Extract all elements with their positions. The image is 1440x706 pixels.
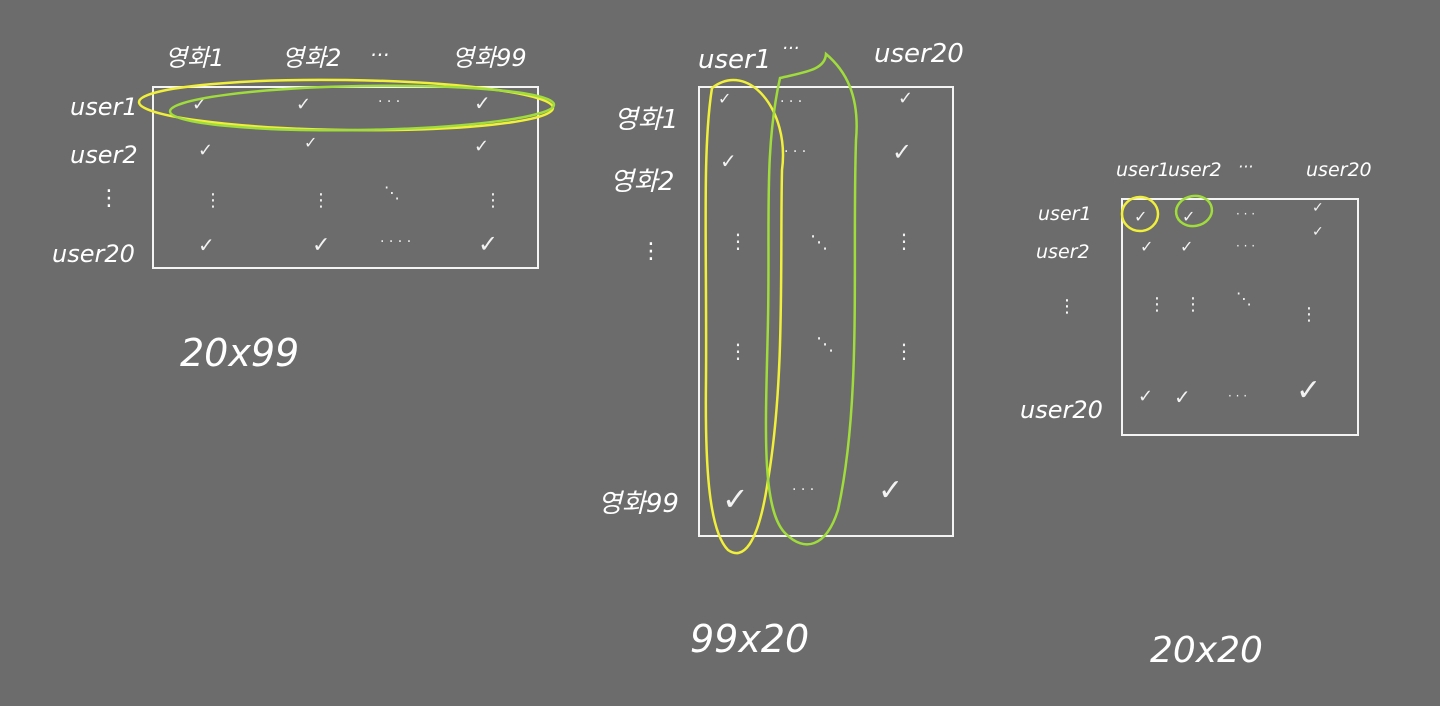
check-icon: ✓ <box>1182 207 1195 226</box>
check-icon: ✓ <box>474 136 489 157</box>
check-icon: ✓ <box>1174 385 1191 409</box>
check-icon: ✓ <box>898 88 913 109</box>
matrix-a-col-label-ellipsis: ··· <box>370 43 389 67</box>
ellipsis-mark: · · · <box>1228 389 1247 403</box>
matrix-c-row-label-vdots: ⋮ <box>1058 296 1076 317</box>
ellipsis-mark: · · · <box>784 144 806 160</box>
matrix-20x99: 영화1 영화2 ··· 영화99 user1 user2 ⋮ user20 ✓ … <box>52 43 556 375</box>
check-icon: ✓ <box>1138 386 1153 407</box>
matrix-c-caption: 20x20 <box>1150 630 1263 671</box>
ddots-mark: ⋱ <box>816 334 834 355</box>
check-icon: ✓ <box>1180 237 1193 256</box>
check-icon: ✓ <box>198 140 213 161</box>
check-icon: ✓ <box>478 230 498 258</box>
matrix-a-col-label-1: 영화1 <box>165 44 224 72</box>
matrix-a-row-label-20: user20 <box>52 240 135 268</box>
matrix-a-row-label-1: user1 <box>70 93 138 121</box>
check-icon: ✓ <box>1312 200 1324 216</box>
check-icon: ✓ <box>296 94 311 115</box>
matrix-c-row-label-1: user1 <box>1038 203 1092 225</box>
vdots-mark: ⋮ <box>204 190 222 211</box>
matrix-b-col-label-ellipsis: ··· <box>782 38 799 59</box>
check-icon: ✓ <box>474 91 491 115</box>
cell-highlight-green <box>1174 194 1214 228</box>
matrix-b-caption: 99x20 <box>690 617 809 661</box>
ddots-mark: ⋱ <box>384 183 400 202</box>
check-icon: ✓ <box>1134 207 1147 226</box>
check-icon: ✓ <box>1296 373 1321 408</box>
matrix-b-row-label-2: 영화2 <box>610 167 674 197</box>
matrix-a-row-label-vdots: ⋮ <box>98 186 120 211</box>
matrix-20x20: user1 user2 ··· user20 user1 user2 ⋮ use… <box>1020 157 1372 671</box>
check-icon: ✓ <box>198 233 215 257</box>
ellipsis-mark: · · · <box>792 482 814 498</box>
ellipsis-mark: · · · · <box>380 234 411 250</box>
ellipsis-mark: · · · <box>780 94 802 110</box>
vdots-mark: ⋮ <box>484 190 502 211</box>
check-icon: ✓ <box>722 480 749 518</box>
ddots-mark: ⋱ <box>810 232 828 253</box>
matrix-a-col-label-2: 영화2 <box>282 44 341 72</box>
check-icon: ✓ <box>1140 237 1153 256</box>
column-highlight-green <box>764 51 858 546</box>
matrix-c-row-label-2: user2 <box>1036 241 1090 263</box>
ellipsis-mark: · · · <box>378 94 400 110</box>
ellipsis-mark: · · · <box>1236 207 1255 221</box>
matrix-c-col-label-2: user2 <box>1168 159 1222 181</box>
ddots-mark: ⋱ <box>1236 289 1252 308</box>
matrix-c-frame <box>1121 198 1359 436</box>
matrix-b-row-label-1: 영화1 <box>614 105 678 135</box>
matrix-a-row-label-2: user2 <box>70 141 138 169</box>
vdots-mark: ⋮ <box>728 229 748 253</box>
vdots-mark: ⋮ <box>1148 294 1166 315</box>
row-highlight-green <box>168 84 556 132</box>
matrix-b-col-label-20: user20 <box>874 39 964 69</box>
check-icon: ✓ <box>720 149 737 173</box>
matrix-c-row-label-20: user20 <box>1020 396 1103 424</box>
check-icon: ✓ <box>718 89 731 108</box>
matrix-a-caption: 20x99 <box>180 331 299 375</box>
matrix-b-row-label-99: 영화99 <box>598 489 679 519</box>
matrix-a-col-label-99: 영화99 <box>452 44 527 72</box>
column-highlight-yellow <box>704 78 785 555</box>
matrix-c-col-label-20: user20 <box>1306 159 1372 181</box>
check-icon: ✓ <box>878 473 903 508</box>
vdots-mark: ⋮ <box>312 190 330 211</box>
check-icon: ✓ <box>892 138 912 166</box>
check-icon: ✓ <box>312 233 330 258</box>
vdots-mark: ⋮ <box>1184 294 1202 315</box>
matrix-b-frame <box>698 86 954 537</box>
matrix-c-col-label-ellipsis: ··· <box>1238 157 1253 176</box>
vdots-mark: ⋮ <box>894 229 914 253</box>
matrix-99x20: user1 ··· user20 영화1 영화2 ⋮ 영화99 ✓ · · · … <box>598 38 964 661</box>
cell-highlight-yellow <box>1120 195 1160 233</box>
vdots-mark: ⋮ <box>894 339 914 363</box>
matrix-b-col-label-1: user1 <box>698 45 771 75</box>
check-icon: ✓ <box>1312 224 1324 240</box>
vdots-mark: ⋮ <box>1300 304 1318 325</box>
ellipsis-mark: · · · <box>1236 239 1255 253</box>
matrix-b-row-label-vdots: ⋮ <box>640 239 662 264</box>
check-icon: ✓ <box>304 133 317 152</box>
matrix-c-col-label-1: user1 <box>1116 159 1170 181</box>
vdots-mark: ⋮ <box>728 339 748 363</box>
